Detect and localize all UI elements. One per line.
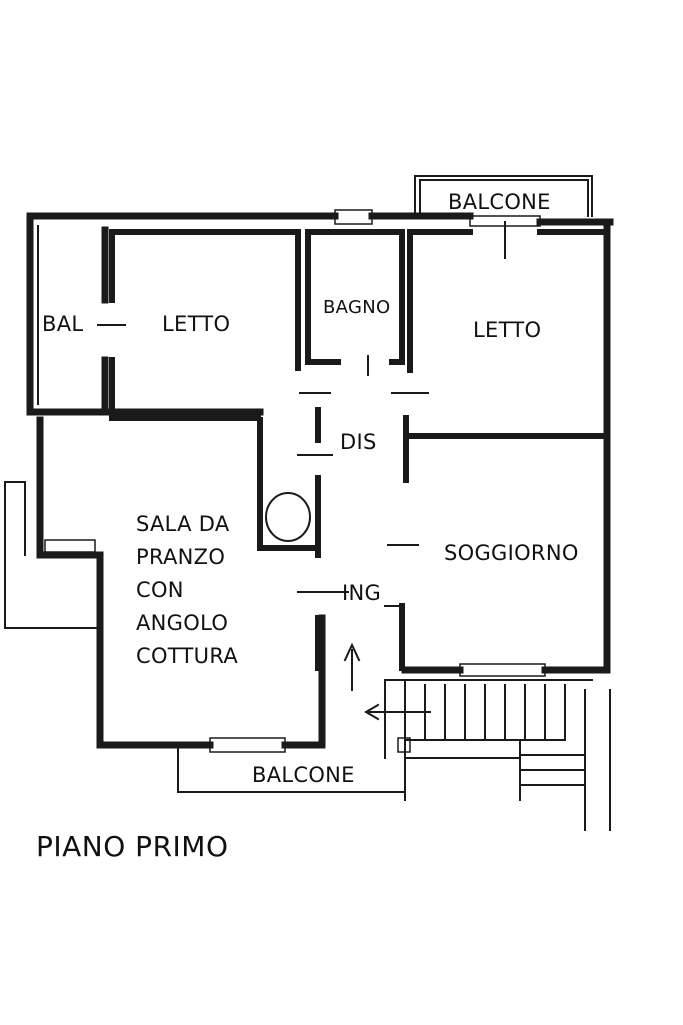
sala-line: SALA DA	[136, 512, 230, 536]
sala-line: COTTURA	[136, 644, 239, 668]
room-label-balcone-top: BALCONE	[448, 190, 551, 214]
plan-title: PIANO PRIMO	[36, 830, 229, 863]
room-label-sala: SALA DA PRANZO CON ANGOLO COTTURA	[136, 508, 238, 673]
room-label-letto-left: LETTO	[162, 312, 231, 336]
room-label-balcone-bottom: BALCONE	[252, 763, 355, 787]
outer-walls	[26, 212, 614, 749]
room-label-ing: ING	[342, 581, 382, 605]
sala-line: CON	[136, 578, 184, 602]
room-label-dis: DIS	[340, 430, 377, 454]
thin-lines	[4, 175, 611, 831]
sala-line: ANGOLO	[136, 611, 229, 635]
room-label-bal: BAL	[42, 312, 84, 336]
window-markers	[44, 209, 546, 753]
inner-walls	[109, 229, 610, 671]
room-label-soggiorno: SOGGIORNO	[444, 541, 579, 565]
room-label-bagno: BAGNO	[323, 297, 391, 318]
room-label-letto-right: LETTO	[473, 318, 542, 342]
sala-line: PRANZO	[136, 545, 226, 569]
